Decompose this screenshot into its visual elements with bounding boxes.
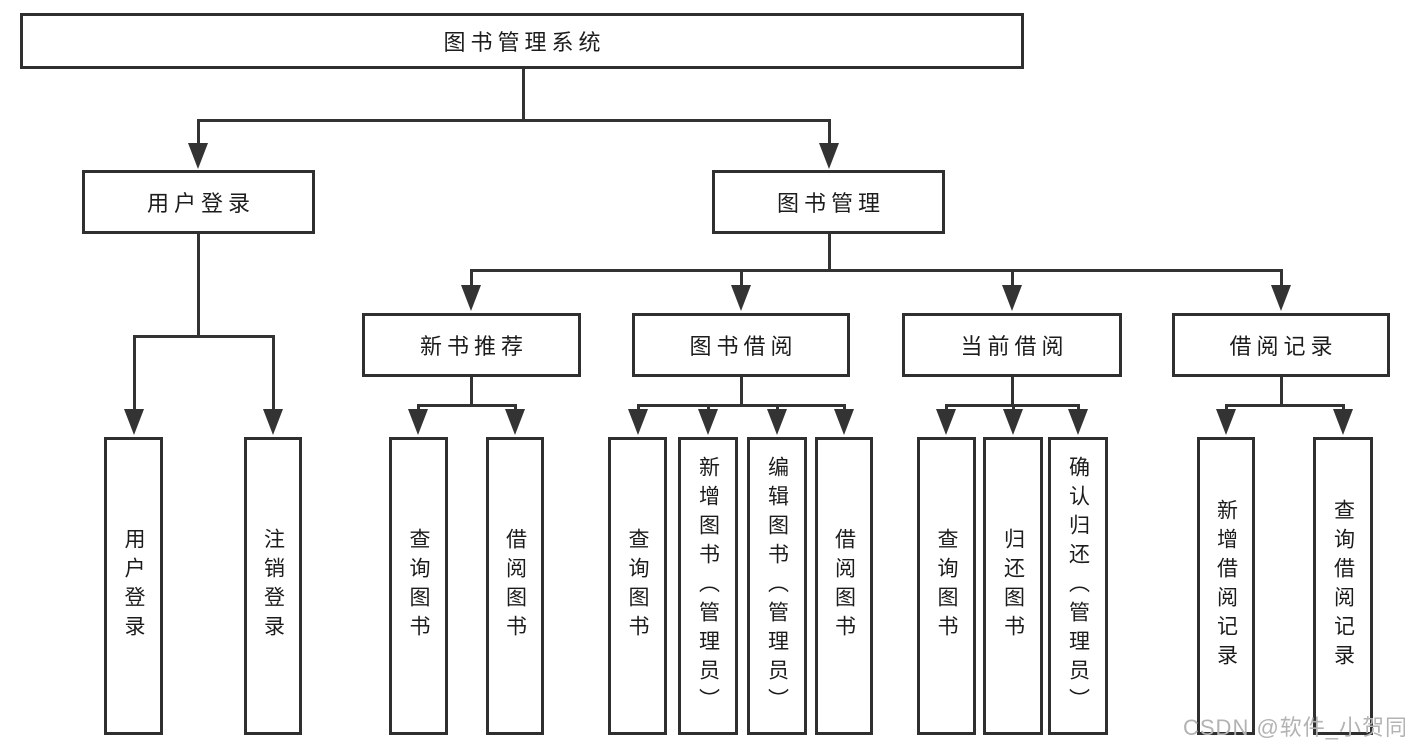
connector-v-line [827, 234, 831, 272]
leaf-cb-confirm-return: 确认归还（管理员） [1048, 437, 1108, 735]
arrow-down-icon [628, 409, 648, 435]
connector-v-line [1341, 405, 1345, 411]
connector-v-line [1224, 405, 1228, 411]
leaf-bb-borrow-book-label: 借阅图书 [832, 528, 856, 644]
connector-h-line [132, 334, 275, 338]
arrow-down-icon [731, 285, 751, 311]
connector-v-line [1076, 405, 1080, 411]
leaf-cb-confirm-return-label: 确认归还（管理员） [1066, 455, 1090, 717]
leaf-logout: 注销登录 [244, 437, 302, 735]
leaf-bb-add-book: 新增图书（管理员） [678, 437, 738, 735]
leaf-rec-query-book: 查询图书 [389, 437, 448, 735]
leaf-br-add-record: 新增借阅记录 [1197, 437, 1255, 735]
connector-v-line [469, 377, 473, 407]
node-new-book-recommend: 新书推荐 [362, 313, 581, 377]
arrow-down-icon [263, 409, 283, 435]
connector-h-line [416, 403, 517, 407]
arrow-down-icon [834, 409, 854, 435]
connector-v-line [196, 120, 200, 145]
connector-v-line [739, 270, 743, 287]
node-root: 图书管理系统 [20, 13, 1024, 69]
arrow-down-icon [1216, 409, 1236, 435]
leaf-bb-borrow-book: 借阅图书 [815, 437, 873, 735]
node-book-management-label: 图书管理 [776, 191, 885, 216]
arrow-down-icon [188, 143, 208, 169]
leaf-cb-query-book-label: 查询图书 [935, 528, 959, 644]
connector-v-line [775, 405, 779, 411]
connector-v-line [739, 377, 743, 407]
leaf-cb-return-book-label: 归还图书 [1001, 528, 1025, 644]
leaf-rec-borrow-book-label: 借阅图书 [503, 528, 527, 644]
connector-v-line [636, 405, 640, 411]
node-book-borrow: 图书借阅 [632, 313, 850, 377]
connector-v-line [513, 405, 517, 411]
arrow-down-icon [124, 409, 144, 435]
node-user-login-label: 用户登录 [146, 191, 255, 216]
connector-v-line [196, 234, 200, 338]
connector-v-line [1010, 270, 1014, 287]
arrow-down-icon [461, 285, 481, 311]
leaf-logout-label: 注销登录 [261, 528, 285, 644]
leaf-bb-edit-book-label: 编辑图书（管理员） [765, 455, 789, 717]
connector-v-line [132, 336, 136, 411]
connector-h-line [636, 403, 846, 407]
leaf-bb-add-book-label: 新增图书（管理员） [696, 455, 720, 717]
arrow-down-icon [1003, 409, 1023, 435]
connector-v-line [842, 405, 846, 411]
connector-h-line [469, 268, 1283, 272]
leaf-cb-query-book: 查询图书 [917, 437, 976, 735]
arrow-down-icon [1333, 409, 1353, 435]
node-new-book-recommend-label: 新书推荐 [419, 334, 528, 359]
node-book-management: 图书管理 [712, 170, 945, 234]
leaf-br-query-record: 查询借阅记录 [1313, 437, 1373, 735]
arrow-down-icon [1002, 285, 1022, 311]
node-current-borrow-label: 当前借阅 [960, 334, 1069, 359]
node-root-label: 图书管理系统 [443, 30, 606, 55]
leaf-br-add-record-label: 新增借阅记录 [1214, 499, 1238, 673]
connector-v-line [521, 69, 525, 122]
connector-v-line [827, 120, 831, 145]
connector-v-line [706, 405, 710, 411]
arrow-down-icon [819, 143, 839, 169]
connector-v-line [416, 405, 420, 411]
connector-h-line [1224, 403, 1345, 407]
leaf-cb-return-book: 归还图书 [983, 437, 1043, 735]
connector-v-line [944, 405, 948, 411]
arrow-down-icon [698, 409, 718, 435]
csdn-watermark: CSDN @软件_小贺同学 [1183, 715, 1405, 740]
leaf-br-query-record-label: 查询借阅记录 [1331, 499, 1355, 673]
connector-v-line [1279, 377, 1283, 407]
leaf-user-login-label: 用户登录 [122, 528, 146, 644]
arrow-down-icon [505, 409, 525, 435]
node-borrow-record-label: 借阅记录 [1229, 334, 1338, 359]
connector-v-line [469, 270, 473, 287]
leaf-rec-query-book-label: 查询图书 [407, 528, 431, 644]
leaf-user-login: 用户登录 [104, 437, 163, 735]
leaf-bb-edit-book: 编辑图书（管理员） [747, 437, 807, 735]
arrow-down-icon [1068, 409, 1088, 435]
arrow-down-icon [767, 409, 787, 435]
node-user-login: 用户登录 [82, 170, 315, 234]
connector-h-line [196, 118, 831, 122]
node-current-borrow: 当前借阅 [902, 313, 1122, 377]
connector-v-line [271, 336, 275, 411]
connector-v-line [1010, 377, 1014, 407]
connector-v-line [1011, 405, 1015, 411]
leaf-rec-borrow-book: 借阅图书 [486, 437, 544, 735]
arrow-down-icon [408, 409, 428, 435]
arrow-down-icon [936, 409, 956, 435]
arrow-down-icon [1271, 285, 1291, 311]
node-borrow-record: 借阅记录 [1172, 313, 1390, 377]
node-book-borrow-label: 图书借阅 [689, 334, 798, 359]
leaf-bb-query-book-label: 查询图书 [626, 528, 650, 644]
connector-v-line [1279, 270, 1283, 287]
leaf-bb-query-book: 查询图书 [608, 437, 667, 735]
